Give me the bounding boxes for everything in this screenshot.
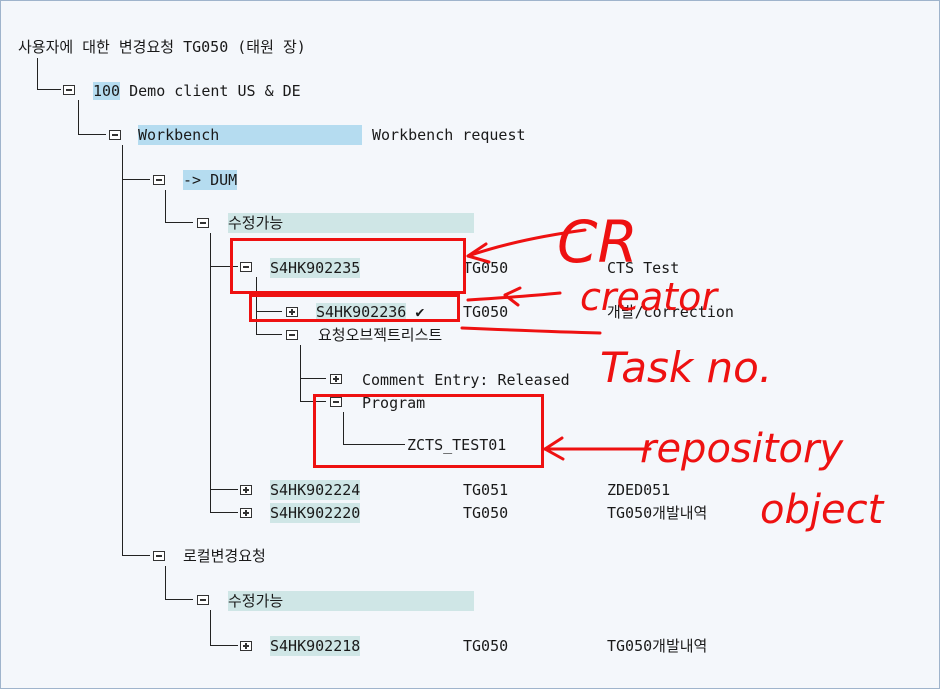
expand-toggle-icon[interactable] xyxy=(330,397,342,407)
expand-toggle-icon[interactable] xyxy=(286,330,298,340)
tree-line xyxy=(122,145,123,555)
request-id[interactable]: S4HK902235 xyxy=(270,258,361,278)
expand-toggle-icon[interactable] xyxy=(286,307,298,317)
task-arrow xyxy=(460,326,602,335)
creator-arrow xyxy=(466,291,562,302)
client-name: Demo client US & DE xyxy=(129,82,301,100)
request-desc: ZDED051 xyxy=(607,481,671,499)
tree-line xyxy=(37,58,38,90)
request-id[interactable]: S4HK902220 xyxy=(270,503,361,523)
expand-toggle-icon[interactable] xyxy=(240,641,252,651)
tree-line xyxy=(256,334,282,335)
expand-toggle-icon[interactable] xyxy=(197,595,209,605)
tree-line xyxy=(300,345,301,402)
request-desc: TG050개발내역 xyxy=(607,637,708,655)
tree-line xyxy=(78,134,106,135)
expand-toggle-icon[interactable] xyxy=(153,551,165,561)
expand-toggle-icon[interactable] xyxy=(197,218,209,228)
task-row[interactable]: S4HK902236 ✔ xyxy=(316,302,424,322)
released-check-icon: ✔ xyxy=(415,303,425,321)
local-requests-label[interactable]: 로컬변경요청 xyxy=(183,547,266,565)
request-desc: CTS Test xyxy=(607,259,680,277)
expand-toggle-icon[interactable] xyxy=(330,374,342,384)
request-owner: TG051 xyxy=(463,481,509,499)
comment-entry[interactable]: Comment Entry: Released xyxy=(362,371,570,389)
expand-toggle-icon[interactable] xyxy=(153,175,165,185)
request-desc: TG050개발내역 xyxy=(607,504,708,522)
client-row[interactable]: 100 Demo client US & DE xyxy=(93,81,301,101)
annotation-creator: creator xyxy=(580,275,719,319)
cr-arrow xyxy=(466,228,587,258)
repository-object-highlight-box xyxy=(313,394,544,468)
task-desc: 개발/correction xyxy=(607,303,734,321)
client-id: 100 xyxy=(93,82,121,100)
request-owner: TG050 xyxy=(463,504,509,522)
tree-line xyxy=(210,233,211,513)
status-modifiable[interactable]: 수정가능 xyxy=(228,213,474,233)
task-owner: TG050 xyxy=(463,303,509,321)
tree-line xyxy=(343,412,344,445)
tree-line xyxy=(210,645,238,646)
task-highlight-box xyxy=(249,294,460,322)
annotation-task-no: Task no. xyxy=(600,343,772,392)
tree-line xyxy=(165,599,193,600)
expand-toggle-icon[interactable] xyxy=(240,485,252,495)
expand-toggle-icon[interactable] xyxy=(240,508,252,518)
request-id[interactable]: S4HK902218 xyxy=(270,636,361,656)
expand-toggle-icon[interactable] xyxy=(63,85,75,95)
tree-line xyxy=(256,311,282,312)
target-system[interactable]: -> DUM xyxy=(183,170,238,190)
request-owner: TG050 xyxy=(463,259,509,277)
tree-line xyxy=(256,277,257,335)
annotation-cr: CR xyxy=(557,208,638,276)
workbench-desc: Workbench request xyxy=(372,126,526,144)
expand-toggle-icon[interactable] xyxy=(109,130,121,140)
task-id: S4HK902236 xyxy=(316,303,407,321)
tree-line xyxy=(165,190,166,223)
tree-line xyxy=(300,378,326,379)
request-id[interactable]: S4HK902224 xyxy=(270,480,361,500)
annotation-repository-object: repository object xyxy=(640,426,885,533)
tree-line xyxy=(78,100,79,135)
expand-toggle-icon[interactable] xyxy=(240,262,252,272)
tree-line xyxy=(210,266,238,267)
status-modifiable[interactable]: 수정가능 xyxy=(228,591,474,611)
tree-line xyxy=(122,179,150,180)
tree-line xyxy=(343,444,405,445)
workbench-label[interactable]: Workbench xyxy=(138,125,362,145)
tree-line xyxy=(37,89,61,90)
tree-title: 사용자에 대한 변경요청 TG050 (태원 장) xyxy=(18,38,306,56)
tree-line xyxy=(122,555,150,556)
cr-highlight-box xyxy=(230,238,466,294)
tree-line xyxy=(210,489,238,490)
tree-line xyxy=(210,610,211,646)
program-label[interactable]: Program xyxy=(362,394,426,412)
tree-line xyxy=(165,566,166,600)
object-list-label[interactable]: 요청오브젝트리스트 xyxy=(318,326,443,344)
tree-line xyxy=(210,512,238,513)
program-object[interactable]: ZCTS_TEST01 xyxy=(407,436,507,454)
tree-line xyxy=(165,222,193,223)
request-owner: TG050 xyxy=(463,637,509,655)
